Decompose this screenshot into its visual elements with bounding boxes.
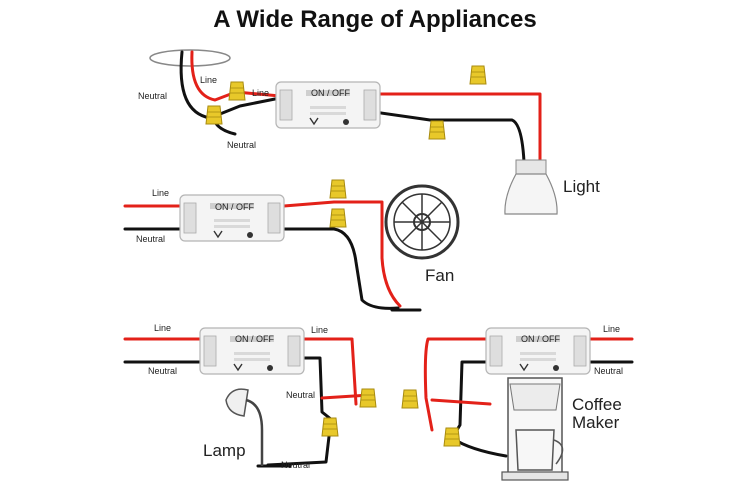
line-label: Line: [603, 324, 620, 334]
wire-nut-icon: [469, 65, 487, 85]
wire-nut-icon: [205, 105, 223, 125]
neutral-label: Neutral: [148, 366, 177, 376]
wire-nut-icon: [228, 81, 246, 101]
module-label: ON / OFF: [521, 334, 560, 344]
light-circuit: ON / OFF Line Line Neutral Neutral Light: [138, 49, 600, 215]
light-label: Light: [563, 177, 600, 196]
wire-nut-icon: [329, 208, 347, 228]
fan-label: Fan: [425, 266, 454, 285]
coffee-maker-icon: [501, 377, 569, 481]
line-label: Line: [200, 75, 217, 85]
fan-circuit: ON / OFF Line Neutral Fan: [123, 179, 460, 312]
module-label: ON / OFF: [311, 88, 350, 98]
wire-nut-icon: [329, 179, 347, 199]
line-label: Line: [154, 323, 171, 333]
fan-icon: [384, 184, 460, 260]
neutral-label: Neutral: [136, 234, 165, 244]
neutral-label: Neutral: [594, 366, 623, 376]
neutral-label: Neutral: [286, 390, 315, 400]
page-title: A Wide Range of Appliances: [213, 6, 537, 33]
bulb-icon: [504, 159, 558, 215]
wire-nut-icon: [443, 427, 461, 447]
lamp-icon: [225, 388, 264, 466]
line-label: Line: [152, 188, 169, 198]
coffee-label: Coffee: [572, 395, 622, 414]
wire-nut-icon: [321, 417, 339, 437]
wire-nut-icon: [359, 388, 377, 408]
lamp-circuit: ON / OFF Line Line Neutral Neutral Neutr…: [123, 323, 377, 470]
coffee-label: Maker: [572, 413, 620, 432]
module-label: ON / OFF: [235, 334, 274, 344]
coffee-maker-circuit: ON / OFF Line Neutral Coffee Maker: [401, 324, 634, 481]
neutral-label: Neutral: [227, 140, 256, 150]
ceiling-box: [149, 49, 231, 67]
neutral-label: Neutral: [138, 91, 167, 101]
wire-nut-icon: [428, 120, 446, 140]
module-label: ON / OFF: [215, 202, 254, 212]
lamp-label: Lamp: [203, 441, 246, 460]
line-label: Line: [252, 88, 269, 98]
neutral-label: Neutral: [281, 460, 310, 470]
wire-nut-icon: [401, 389, 419, 409]
line-label: Line: [311, 325, 328, 335]
